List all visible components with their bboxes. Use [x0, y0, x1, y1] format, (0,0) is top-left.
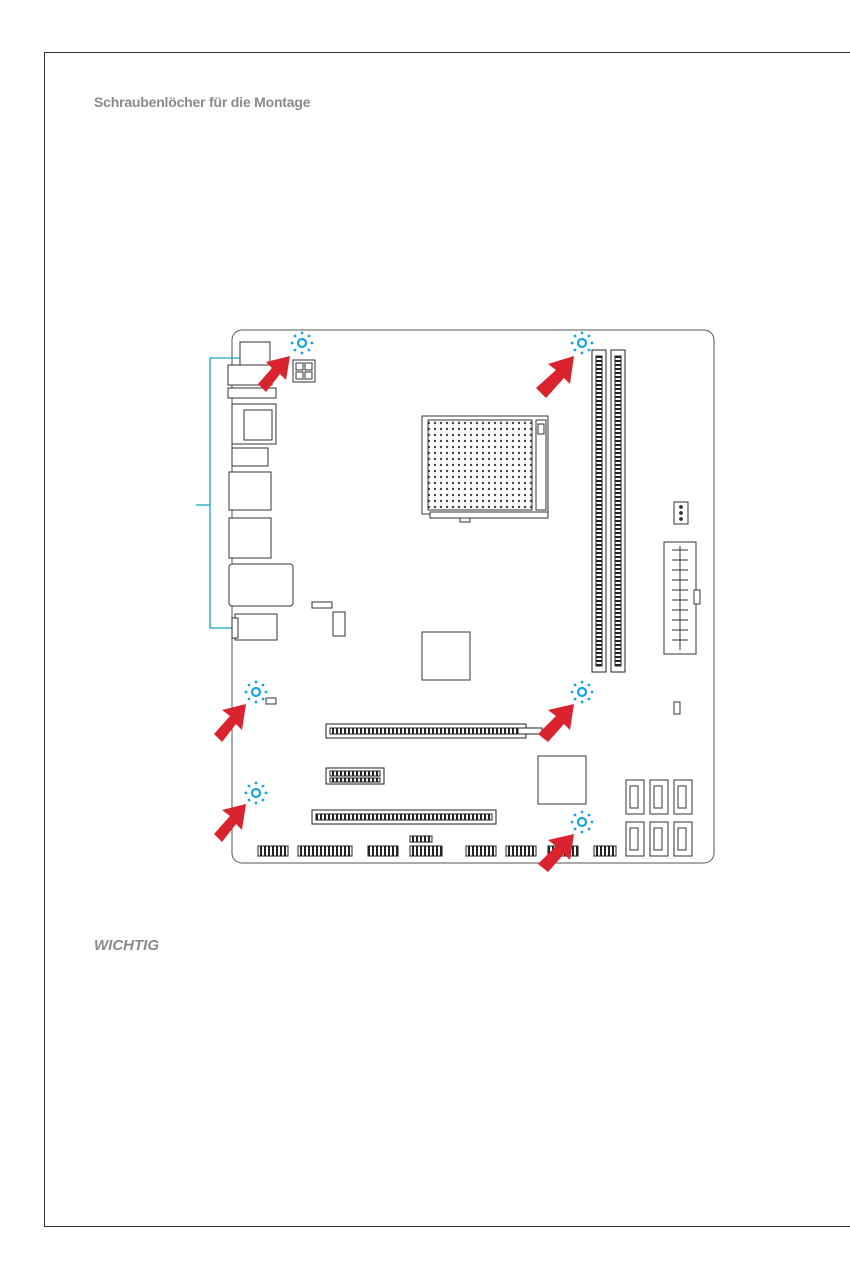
pci-slot: [312, 810, 496, 824]
southbridge-chip: [538, 756, 586, 804]
cpu-socket: [422, 416, 548, 522]
important-note-heading: WICHTIG: [94, 937, 159, 954]
northbridge-chip: [422, 632, 470, 680]
atx-12v-connector: [293, 360, 315, 382]
cpu-fan-header: [674, 502, 688, 524]
pcie-x16-slot: [326, 724, 542, 738]
atx-24pin-connector: [664, 542, 700, 654]
pcie-x1-slot: [326, 768, 384, 784]
